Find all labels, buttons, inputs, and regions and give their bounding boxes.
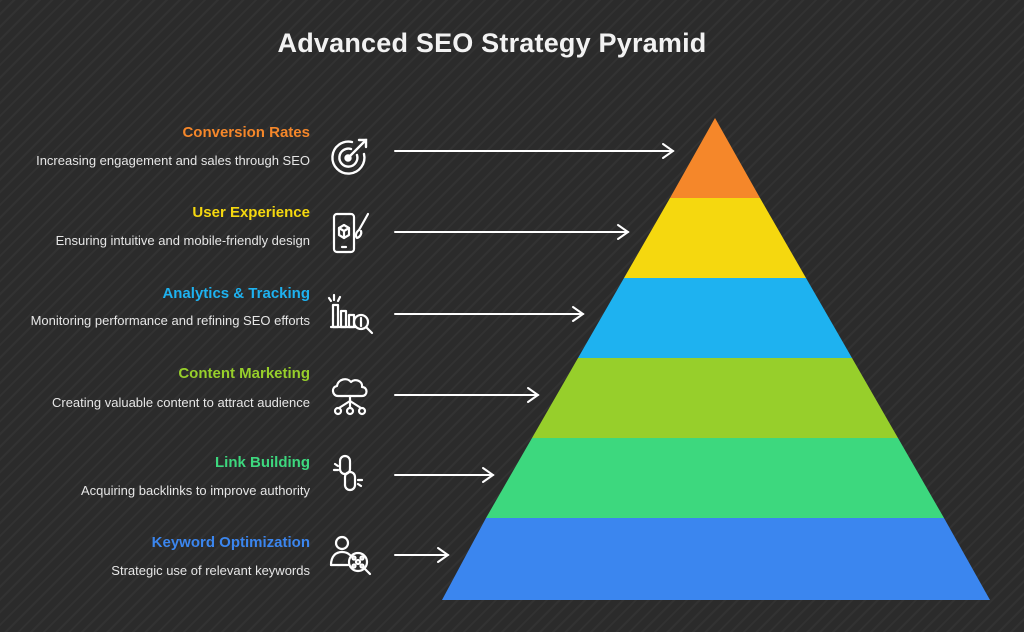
layer-label: User Experience <box>192 204 310 221</box>
layer-description: Acquiring backlinks to improve authority <box>80 483 310 498</box>
target-arrow-icon <box>331 138 368 175</box>
layer-description: Creating valuable content to attract aud… <box>51 395 310 410</box>
layer-label: Analytics & Tracking <box>162 285 310 302</box>
layer-label: Conversion Rates <box>182 124 310 141</box>
pyramid-layer-link-building <box>486 438 944 518</box>
arrow-to-keyword-optimization <box>394 547 450 563</box>
arrow-to-content-marketing <box>394 387 540 403</box>
layer-row-conversion-rates: Conversion Rates Increasing engagement a… <box>0 120 1024 200</box>
layer-description: Monitoring performance and refining SEO … <box>30 313 310 328</box>
pyramid-layer-content-marketing <box>532 358 898 438</box>
pyramid-layer-conversion-rates <box>670 118 760 198</box>
chain-link-icon <box>332 454 364 492</box>
layer-description: Strategic use of relevant keywords <box>111 563 310 578</box>
pyramid-layer-keyword-optimization <box>442 518 990 600</box>
phone-design-icon <box>332 212 370 254</box>
layer-description: Ensuring intuitive and mobile-friendly d… <box>55 233 310 248</box>
layer-label: Keyword Optimization <box>151 534 310 551</box>
diagram-title: Advanced SEO Strategy Pyramid <box>277 28 707 58</box>
arrow-to-user-experience <box>394 224 630 240</box>
pyramid-layer-analytics-tracking <box>578 278 852 358</box>
layer-row-user-experience: User Experience Ensuring intuitive and m… <box>0 200 1024 280</box>
layer-row-content-marketing: Content Marketing Creating valuable cont… <box>0 360 1024 440</box>
layer-row-analytics-tracking: Analytics & Tracking Monitoring performa… <box>0 280 1024 360</box>
arrow-to-link-building <box>394 467 495 483</box>
arrow-to-conversion-rates <box>394 143 675 159</box>
user-search-icon <box>329 535 372 576</box>
layer-label: Content Marketing <box>178 365 310 382</box>
layer-description: Increasing engagement and sales through … <box>36 153 310 168</box>
layer-row-keyword-optimization: Keyword Optimization Strategic use of re… <box>0 520 1024 600</box>
layer-row-link-building: Link Building Acquiring backlinks to imp… <box>0 440 1024 520</box>
layer-label: Link Building <box>215 454 310 471</box>
arrow-to-analytics-tracking <box>394 306 585 322</box>
cloud-network-icon <box>331 378 368 416</box>
pyramid-layer-user-experience <box>624 198 806 278</box>
analytics-chart-icon <box>327 293 374 335</box>
